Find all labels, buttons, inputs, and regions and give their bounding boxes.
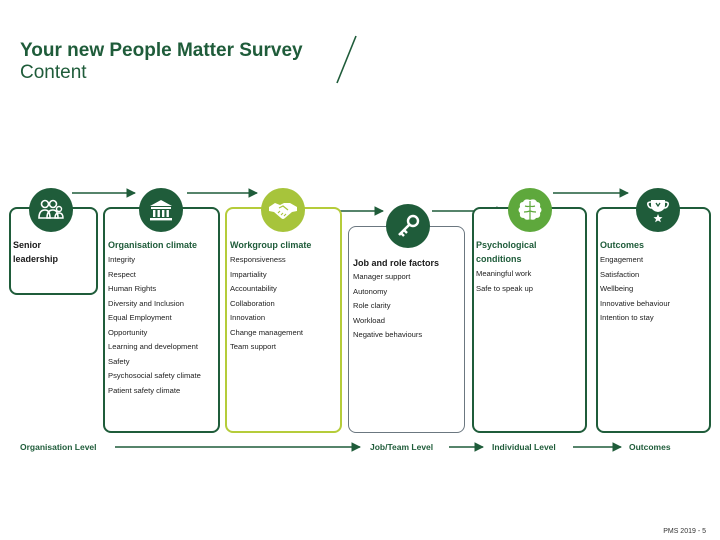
heading-line: Psychological — [476, 240, 537, 250]
card-heading-organisation-climate: Organisation climate — [108, 240, 198, 250]
list-item: Role clarity — [353, 301, 391, 310]
title-line-2: Content — [20, 62, 87, 83]
list-item: Accountability — [230, 284, 277, 293]
heading-line: leadership — [13, 254, 59, 264]
list-item: Safety — [108, 356, 130, 366]
level-label-job-team: Job/Team Level — [370, 442, 434, 452]
list-item: Manager support — [353, 272, 411, 281]
decorative-slash — [336, 35, 357, 84]
organisation-climate-items: Integrity Respect Human Rights Diversity… — [108, 253, 201, 398]
building-icon — [139, 188, 183, 232]
list-item: Engagement — [600, 255, 644, 264]
list-item: Psychosocial safety climate — [108, 371, 201, 380]
list-item: Intention to stay — [600, 313, 654, 322]
list-item: Responsiveness — [230, 255, 286, 264]
level-label-organisation: Organisation Level — [20, 442, 97, 452]
list-item: Safe to speak up — [476, 283, 533, 293]
list-item: Team support — [230, 342, 277, 351]
heading-line: conditions — [476, 254, 522, 264]
list-item: Meaningful work — [476, 269, 532, 278]
list-item: Impartiality — [230, 269, 267, 279]
outcomes-items: Engagement Satisfaction Wellbeing Innova… — [600, 253, 670, 326]
card-heading-job-role-factors: Job and role factors — [353, 258, 440, 268]
job-role-factors-items: Manager support Autonomy Role clarity Wo… — [353, 270, 422, 343]
list-item: Human Rights — [108, 284, 157, 293]
card-heading-senior-leadership: Senior leadership — [13, 238, 58, 266]
list-item: Patient safety climate — [108, 385, 181, 395]
list-item: Learning and development — [108, 342, 198, 351]
list-item: Change management — [230, 327, 304, 337]
list-item: Negative behaviours — [353, 330, 423, 339]
list-item: Equal Employment — [108, 313, 172, 322]
card-outcomes — [596, 207, 711, 433]
list-item: Collaboration — [230, 298, 275, 308]
card-job-role-factors — [348, 226, 465, 433]
level-label-individual: Individual Level — [492, 442, 556, 452]
list-item: Autonomy — [353, 286, 388, 296]
card-heading-psychological-conditions: Psychological conditions — [476, 238, 537, 266]
card-organisation-climate — [103, 207, 220, 433]
people-group-icon — [29, 188, 73, 232]
heading-line: Senior — [13, 240, 42, 250]
card-psychological-conditions — [472, 207, 587, 433]
list-item: Opportunity — [108, 327, 148, 337]
psychological-conditions-items: Meaningful work Safe to speak up — [476, 267, 533, 296]
trophy-icon — [636, 188, 680, 232]
brain-icon — [508, 188, 552, 232]
title-line-1: Your new People Matter Survey — [20, 40, 303, 61]
list-item: Innovation — [230, 313, 266, 322]
list-item: Diversity and Inclusion — [108, 298, 184, 308]
workgroup-climate-items: Responsiveness Impartiality Accountabili… — [230, 253, 303, 355]
page-title: Your new People Matter Survey Content — [20, 40, 340, 84]
card-heading-workgroup-climate: Workgroup climate — [230, 240, 312, 250]
key-icon — [386, 204, 430, 248]
list-item: Innovative behaviour — [600, 298, 671, 308]
page-number: PMS 2019 - 5 — [663, 528, 706, 535]
list-item: Satisfaction — [600, 269, 640, 279]
card-heading-outcomes: Outcomes — [600, 240, 645, 250]
list-item: Workload — [353, 315, 385, 325]
list-item: Respect — [108, 269, 136, 279]
handshake-icon — [261, 188, 305, 232]
list-item: Integrity — [108, 255, 136, 264]
card-workgroup-climate — [225, 207, 342, 433]
level-label-outcomes: Outcomes — [629, 442, 671, 452]
list-item: Wellbeing — [600, 284, 634, 293]
